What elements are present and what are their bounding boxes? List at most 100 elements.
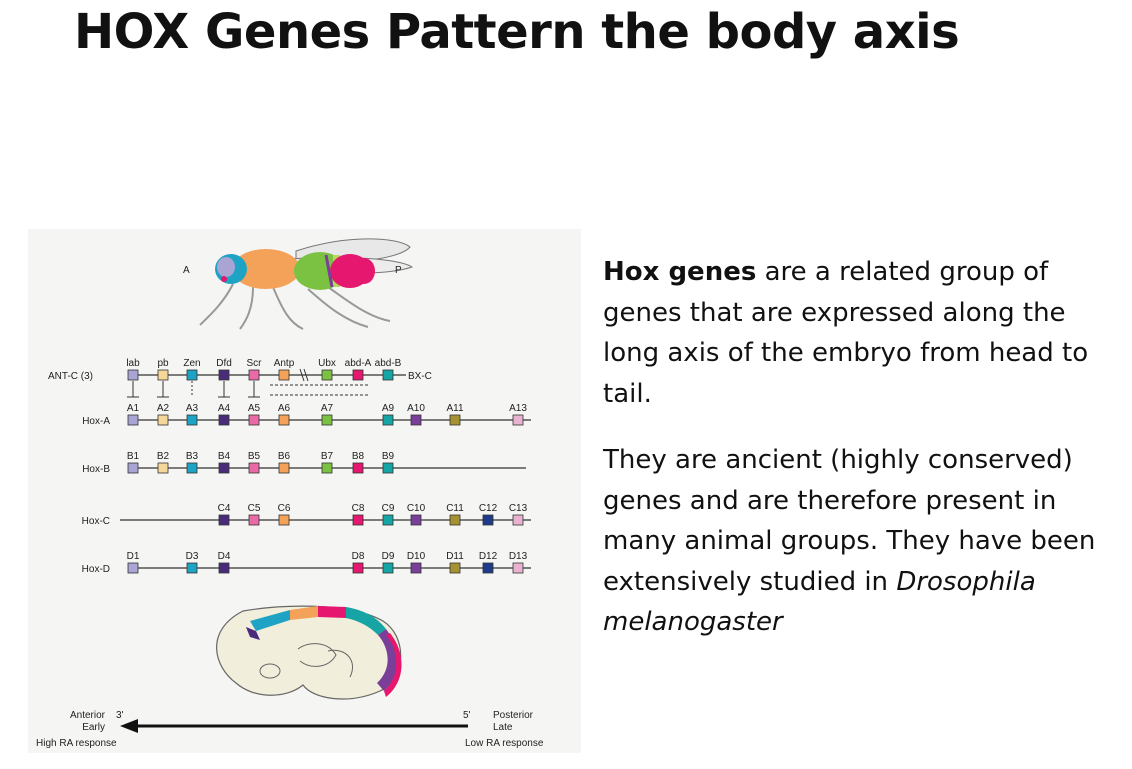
- gene-box-a5: [249, 415, 259, 425]
- gene-label-a13: A13: [509, 403, 527, 414]
- gene-label-lab: lab: [126, 358, 140, 369]
- gene-label-b1: B1: [127, 451, 140, 462]
- gene-box-d3: [187, 563, 197, 573]
- gene-box-c5: [249, 515, 259, 525]
- gene-box-a13: [513, 415, 523, 425]
- bx-c-label: BX-C: [408, 371, 432, 382]
- ant-c-label: ANT-C (3): [48, 371, 93, 382]
- hox-figure: A P ANT-C (3) BX-C lab pb Zen Dfd Scr Antp Ubx…: [28, 229, 581, 753]
- cluster-label: Hox-A: [82, 416, 110, 427]
- axis-posterior-label: Posterior: [493, 710, 534, 721]
- gene-label-a9: A9: [382, 403, 395, 414]
- gene-box-c13: [513, 515, 523, 525]
- gene-label-c13: C13: [509, 503, 528, 514]
- gene-box-ubx: [322, 370, 332, 380]
- axis-3prime-label: 3': [116, 710, 124, 721]
- gene-box-c6: [279, 515, 289, 525]
- gene-box-abd-b: [383, 370, 393, 380]
- gene-label-scr: Scr: [247, 358, 263, 369]
- gene-label-d11: D11: [446, 551, 464, 562]
- gene-box-c11: [450, 515, 460, 525]
- gene-box-b6: [279, 463, 289, 473]
- gene-label-d10: D10: [407, 551, 426, 562]
- gene-box-abd-a: [353, 370, 363, 380]
- gene-label-a5: A5: [248, 403, 261, 414]
- gene-label-dfd: Dfd: [216, 358, 232, 369]
- gene-label-d13: D13: [509, 551, 528, 562]
- gene-box-a11: [450, 415, 460, 425]
- gene-label-d8: D8: [352, 551, 365, 562]
- hox-genes-term: Hox genes: [603, 257, 756, 287]
- axis-5prime-label: 5': [463, 710, 471, 721]
- gene-label-ubx: Ubx: [318, 358, 336, 369]
- gene-label-c10: C10: [407, 503, 426, 514]
- gene-label-a1: A1: [127, 403, 140, 414]
- gene-box-b3: [187, 463, 197, 473]
- gene-label-c5: C5: [248, 503, 261, 514]
- gene-label-zen: Zen: [183, 358, 200, 369]
- gene-box-d9: [383, 563, 393, 573]
- body-text: Hox genes are a related group of genes t…: [603, 252, 1123, 669]
- gene-box-a10: [411, 415, 421, 425]
- gene-box-b4: [219, 463, 229, 473]
- gene-box-zen: [187, 370, 197, 380]
- embryo-illustration: [217, 606, 402, 699]
- gene-box-scr: [249, 370, 259, 380]
- paragraph-1: Hox genes are a related group of genes t…: [603, 252, 1123, 414]
- gene-label-c4: C4: [218, 503, 231, 514]
- gene-box-d4: [219, 563, 229, 573]
- gene-box-c12: [483, 515, 493, 525]
- gene-box-a3: [187, 415, 197, 425]
- gene-box-d10: [411, 563, 421, 573]
- cluster-label: Hox-C: [82, 516, 110, 527]
- gene-label-b6: B6: [278, 451, 291, 462]
- axis-arrow: [120, 719, 468, 733]
- anterior-label: A: [183, 265, 190, 276]
- gene-label-c9: C9: [382, 503, 395, 514]
- gene-label-d4: D4: [218, 551, 231, 562]
- axis-low-ra-label: Low RA response: [465, 738, 544, 749]
- gene-box-d13: [513, 563, 523, 573]
- gene-label-abd-a: abd-A: [345, 358, 372, 369]
- gene-box-b7: [322, 463, 332, 473]
- posterior-label: P: [395, 265, 402, 276]
- gene-box-c10: [411, 515, 421, 525]
- gene-label-c12: C12: [479, 503, 498, 514]
- gene-label-antp: Antp: [274, 358, 295, 369]
- gene-label-b9: B9: [382, 451, 395, 462]
- axis-early-label: Early: [82, 722, 105, 733]
- gene-label-a10: A10: [407, 403, 425, 414]
- gene-box-b2: [158, 463, 168, 473]
- gene-box-a1: [128, 415, 138, 425]
- gene-label-c11: C11: [446, 503, 464, 514]
- gene-label-d12: D12: [479, 551, 498, 562]
- gene-label-b2: B2: [157, 451, 170, 462]
- gene-box-b5: [249, 463, 259, 473]
- fruit-fly-illustration: [200, 239, 412, 329]
- gene-label-d9: D9: [382, 551, 395, 562]
- hox-diagram: A P ANT-C (3) BX-C lab pb Zen Dfd Scr Antp Ubx…: [28, 229, 581, 753]
- cluster-label: Hox-B: [82, 464, 110, 475]
- gene-label-a11: A11: [446, 403, 463, 414]
- gene-box-c9: [383, 515, 393, 525]
- gene-label-a6: A6: [278, 403, 291, 414]
- gene-box-d12: [483, 563, 493, 573]
- axis-anterior-label: Anterior: [70, 710, 106, 721]
- gene-box-lab: [128, 370, 138, 380]
- gene-label-pb: pb: [157, 358, 169, 369]
- gene-box-a4: [219, 415, 229, 425]
- gene-box-c8: [353, 515, 363, 525]
- gene-box-b8: [353, 463, 363, 473]
- gene-box-a6: [279, 415, 289, 425]
- cluster-label: Hox-D: [82, 564, 110, 575]
- gene-label-b4: B4: [218, 451, 231, 462]
- gene-box-a2: [158, 415, 168, 425]
- gene-label-a4: A4: [218, 403, 231, 414]
- gene-box-a7: [322, 415, 332, 425]
- gene-label-abd-b: abd-B: [375, 358, 402, 369]
- paragraph-2: They are ancient (highly conserved) gene…: [603, 440, 1123, 643]
